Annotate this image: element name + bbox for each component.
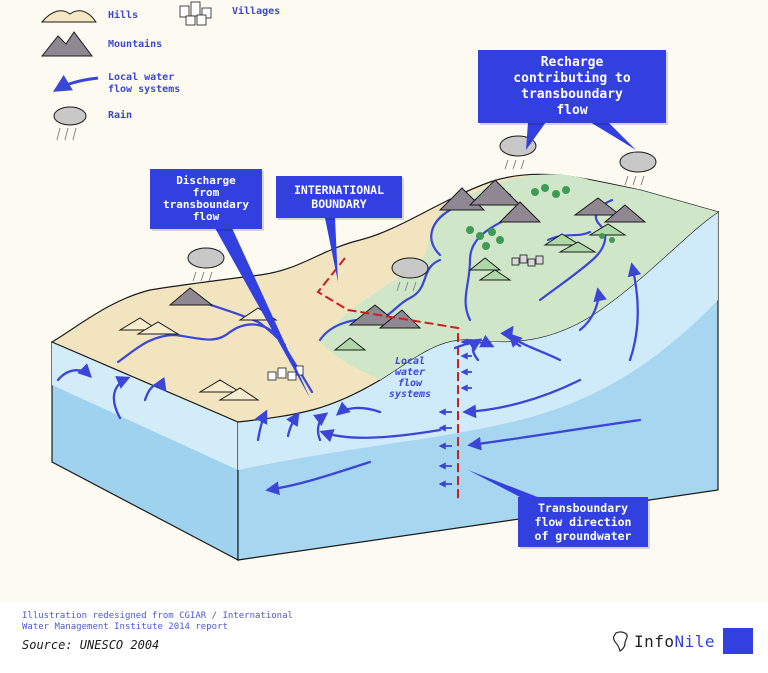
green-hills [333,223,627,351]
legend-mountains-label: Mountains [108,39,163,50]
source-text: Source: UNESCO 2004 [22,638,160,652]
local-water-flow-systems-label: Local water flow systems [388,356,432,400]
callout-pointers [215,122,636,498]
village-left [267,365,304,381]
logo-box [723,628,754,654]
cloud-left [187,247,225,282]
village-right [511,254,544,267]
credit-text: Illustration redesigned from CGIAR / Int… [22,611,293,632]
africa-icon [613,631,628,652]
cloud-middle [391,257,429,292]
logo-text-info: Info [634,631,675,651]
groundwater-flow-arrows [56,262,642,496]
callout-international-boundary: INTERNATIONAL BOUNDARY [276,176,402,218]
logo-text-nile: Nile [674,631,716,651]
legend-hills-label: Hills [108,10,139,21]
legend-local-water-label: Local water flow systems [108,72,181,95]
footer [0,602,768,673]
callout-direction-text: Transboundary flow direction of groundwa… [534,501,632,543]
legend-villages-label: Villages [232,6,281,17]
callout-flow-direction: Transboundary flow direction of groundwa… [518,497,648,547]
logo-text: InfoNile [634,632,715,651]
villages-icon [179,1,212,26]
hills-icon [40,10,97,23]
mountains-surface [168,179,647,329]
callout-international-text: INTERNATIONAL BOUNDARY [293,183,384,211]
legend-rain-label: Rain [108,110,133,121]
callout-discharge-text: Discharge from transboundary flow [162,174,250,223]
land-surface [50,173,720,423]
infonile-logo: InfoNile [612,628,754,654]
callout-recharge: Recharge contributing to transboundary f… [478,50,666,123]
water-flow-icon [52,74,99,92]
mountains-icon [40,31,93,57]
callout-recharge-text: Recharge contributing to transboundary f… [513,54,631,118]
boundary-flow-arrows [438,338,472,488]
cloud-right [619,151,657,186]
trees [466,184,615,250]
legend-icons [40,1,212,141]
callout-discharge: Discharge from transboundary flow [150,169,262,229]
international-boundary-line [316,257,459,500]
rain-icon [53,106,87,141]
